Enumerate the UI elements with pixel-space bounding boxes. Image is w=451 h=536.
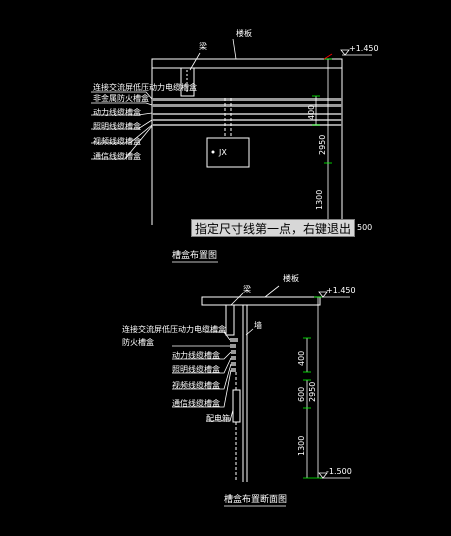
section-floor-label: 楼板 bbox=[283, 273, 299, 283]
section-dim-2950: 2950 bbox=[308, 382, 317, 402]
plan-floor-label: 楼板 bbox=[236, 28, 252, 38]
section-tray-5 bbox=[231, 362, 236, 366]
section-dimension-lines bbox=[303, 296, 322, 479]
section-tray-4 bbox=[231, 356, 236, 360]
section-distribution-box bbox=[232, 389, 241, 423]
section-beam bbox=[225, 304, 235, 336]
plan-jx-dot bbox=[211, 150, 215, 154]
plan-tray-2 bbox=[152, 104, 342, 107]
plan-tray-label-4: 照明线缆槽盒 bbox=[93, 121, 141, 131]
section-tray-6 bbox=[231, 368, 236, 372]
section-beam-label: 梁 bbox=[243, 285, 251, 294]
plan-title: 槽盒布置图 bbox=[172, 249, 217, 261]
section-box-label: 配电箱 bbox=[206, 413, 230, 423]
plan-leaders bbox=[91, 38, 237, 160]
section-tray-label-6: 通信线缆槽盒 bbox=[172, 398, 220, 408]
plan-tray-3 bbox=[152, 113, 342, 115]
plan-tray-4 bbox=[152, 119, 342, 121]
section-tray-label-1: 连接交流屏低压动力电缆槽盒 bbox=[122, 324, 226, 334]
plan-elevation-marker bbox=[340, 49, 372, 56]
plan-view: JX 梁 楼板 连接交流屏低压动力电缆槽盒 非金属防火槽盒 动力线缆槽盒 照明线… bbox=[91, 28, 379, 263]
section-view: 梁 楼板 墙 连接交流屏低压动力电缆槽盒 防火槽盒 动力线缆槽盒 照明线缆槽盒 … bbox=[122, 273, 356, 507]
section-leaders bbox=[172, 285, 280, 422]
section-tray-1 bbox=[230, 338, 238, 342]
plan-dim-400: 400 bbox=[307, 105, 316, 120]
section-elevation-top: +1.450 bbox=[326, 286, 356, 295]
section-wall-label: 墙 bbox=[254, 320, 262, 330]
plan-jx-label: JX bbox=[218, 148, 227, 157]
plan-beam-label: 梁 bbox=[199, 42, 207, 51]
plan-jx-box bbox=[206, 137, 250, 168]
plan-beam bbox=[180, 67, 195, 97]
plan-dim-1300: 1300 bbox=[315, 190, 324, 210]
section-tray-label-5: 视频线缆槽盒 bbox=[172, 380, 220, 390]
plan-dim-2950: 2950 bbox=[318, 135, 327, 155]
section-tray-3 bbox=[231, 350, 236, 354]
plan-partial-dim: 500 bbox=[357, 223, 372, 232]
plan-tray-label-3: 动力线缆槽盒 bbox=[93, 107, 141, 117]
plan-tray-label-5: 视频线缆槽盒 bbox=[93, 136, 141, 146]
section-tray-label-2: 防火槽盒 bbox=[122, 337, 154, 347]
section-dim-1300: 1300 bbox=[297, 436, 306, 456]
plan-elevation-top: +1.450 bbox=[349, 44, 379, 53]
section-elevation-markers bbox=[318, 291, 350, 479]
plan-tray-5 bbox=[152, 124, 342, 126]
section-tray-label-3: 动力线缆槽盒 bbox=[172, 350, 220, 360]
section-dim-400: 400 bbox=[297, 351, 306, 366]
section-dim-600: 600 bbox=[297, 387, 306, 402]
section-elevation-bottom: -1.500 bbox=[326, 467, 352, 476]
plan-tray-label-6: 通信线缆槽盒 bbox=[93, 151, 141, 161]
plan-tray-label-2: 非金属防火槽盒 bbox=[93, 93, 149, 103]
section-tray-2 bbox=[230, 344, 236, 348]
section-title: 槽盒布置断面图 bbox=[224, 493, 287, 505]
plan-tray-1 bbox=[152, 98, 342, 101]
section-tray-label-4: 照明线缆槽盒 bbox=[172, 364, 220, 374]
plan-floor-slab bbox=[151, 58, 343, 69]
command-tooltip: 指定尺寸线第一点，右键退出 bbox=[191, 219, 355, 237]
section-floor-slab bbox=[201, 296, 321, 306]
plan-tray-label-1: 连接交流屏低压动力电缆槽盒 bbox=[93, 82, 197, 92]
